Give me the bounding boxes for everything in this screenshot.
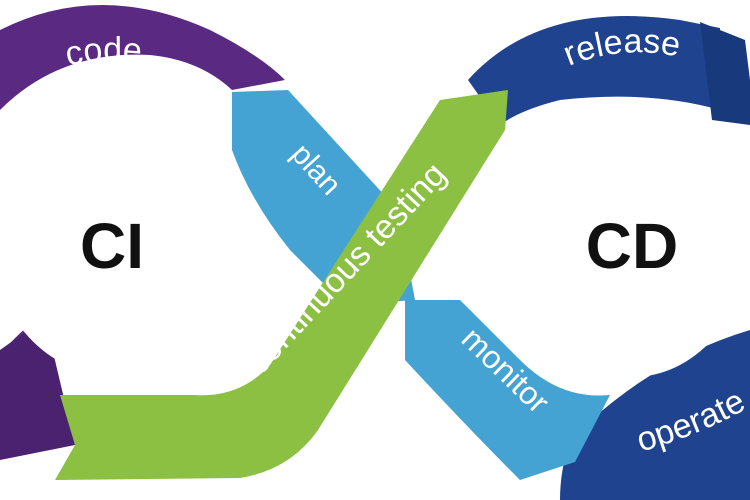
code-segment [0,5,285,110]
release-arrowhead [700,22,750,125]
code-arrowhead [0,318,75,460]
release-segment [468,16,720,125]
continuous-testing-segment [55,90,508,480]
cd-center [517,113,747,377]
cd-loop: CD [405,16,750,500]
cd-label: CD [586,210,678,282]
continuous-testing-band [55,90,508,480]
ci-center [0,115,230,375]
monitor-segment [405,300,610,480]
ci-label: CI [80,210,144,282]
operate-segment [560,330,750,500]
ci-loop: CI [0,5,415,460]
